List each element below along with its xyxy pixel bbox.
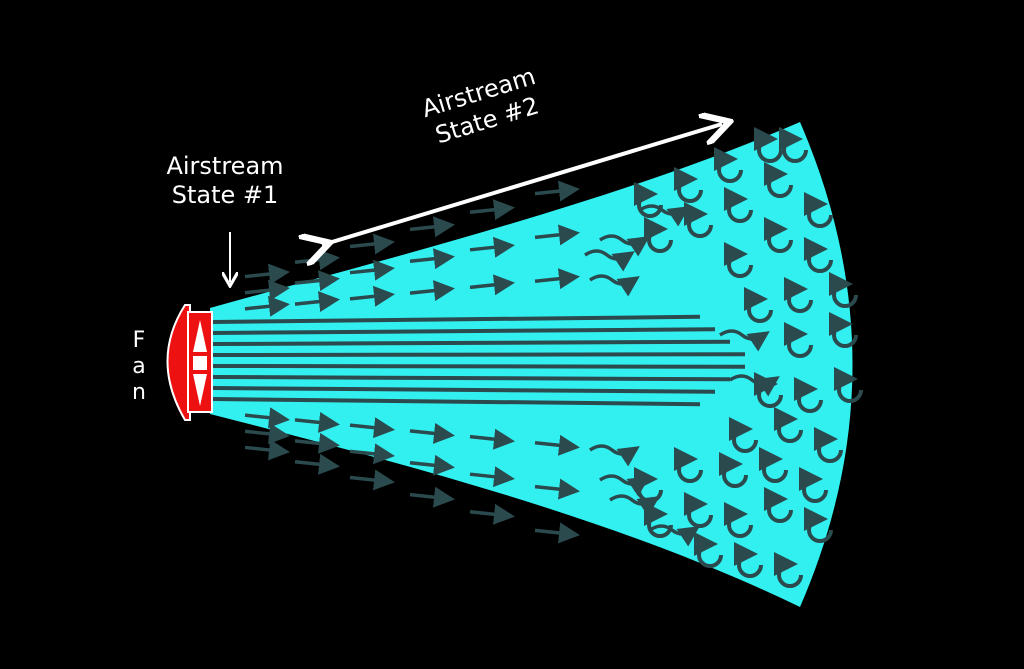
swirl-arrow-icon: [683, 492, 713, 528]
flow-arrow: [349, 417, 395, 439]
swirl-arrow-icon: [828, 272, 858, 308]
fan-letter: F: [132, 328, 146, 353]
state2-double-arrow: [322, 124, 722, 245]
swirl-arrow-icon: [723, 502, 753, 538]
swirl-arrow-icon: [673, 447, 703, 483]
flow-arrow: [469, 199, 515, 221]
core-line: [211, 386, 716, 394]
flow-arrow: [294, 291, 340, 312]
core-line: [211, 339, 731, 346]
flow-arrow: [534, 522, 580, 544]
swirl-arrow-icon: [798, 467, 828, 503]
swirl-arrow-icon: [803, 237, 833, 273]
flow-arrow: [409, 280, 455, 302]
wavy-arrow: [589, 444, 640, 467]
flow-arrow: [244, 423, 290, 445]
laminar-core-lines: [211, 314, 746, 407]
flow-arrow: [294, 432, 340, 454]
flow-arrow: [349, 259, 395, 281]
core-line: [211, 327, 716, 335]
flow-arrow: [409, 454, 455, 476]
flow-arrow: [469, 274, 515, 296]
flow-arrow: [349, 443, 395, 465]
flow-arrow: [294, 249, 340, 271]
core-line: [211, 397, 701, 407]
fan-label: F a n: [128, 328, 150, 406]
flow-arrow: [349, 469, 395, 491]
flow-arrow: [244, 439, 290, 461]
swirl-arrow-icon: [763, 487, 793, 523]
swirl-arrow-icon: [773, 552, 803, 588]
swirl-arrow-icon: [728, 417, 758, 453]
flow-arrow: [244, 295, 290, 317]
core-line: [211, 314, 701, 324]
core-line: [211, 352, 746, 357]
swirl-arrow-icon: [803, 192, 833, 228]
flow-arrow: [534, 268, 580, 290]
flow-arrow: [469, 428, 515, 450]
swirl-arrow-icon: [633, 467, 663, 503]
swirl-arrow-icon: [753, 127, 783, 163]
swirl-arrow-icon: [643, 502, 673, 538]
swirl-arrow-icon: [773, 407, 803, 443]
core-line: [211, 375, 731, 382]
fan-letter: a: [132, 354, 146, 379]
swirl-arrow-icon: [733, 542, 763, 578]
swirl-arrow-icon: [778, 127, 808, 163]
flow-arrow: [349, 233, 395, 255]
swirl-arrow-icon: [718, 452, 748, 488]
swirl-arrow-icon: [693, 532, 723, 568]
swirl-arrow-icon: [763, 217, 793, 253]
wavy-arrow: [589, 274, 640, 297]
swirl-arrow-icon: [783, 322, 813, 358]
flow-arrow: [409, 422, 455, 444]
wavy-arrow: [719, 329, 770, 352]
core-line: [211, 364, 746, 369]
swirl-arrow-icon: [793, 377, 823, 413]
swirl-arrow-icon: [803, 507, 833, 543]
flow-arrow: [534, 478, 580, 500]
flow-arrow: [244, 407, 290, 429]
fan-icon: [166, 304, 213, 421]
flow-arrow: [294, 453, 340, 475]
flow-arrow: [409, 486, 455, 508]
swirl-arrow-icon: [783, 277, 813, 313]
flow-arrow: [294, 412, 340, 433]
swirl-arrow-icon: [763, 162, 793, 198]
flow-arrow: [534, 434, 580, 456]
state1-label-line2: State #1: [171, 181, 279, 209]
swirl-arrow-icon: [743, 287, 773, 323]
flow-arrow: [409, 216, 455, 238]
flow-arrow: [534, 180, 580, 202]
flow-arrow: [294, 270, 340, 292]
flow-arrow: [349, 285, 395, 307]
fan-letter: n: [132, 380, 146, 405]
swirl-arrow-icon: [753, 372, 783, 408]
state1-label-line1: Airstream: [166, 152, 284, 180]
flow-arrow: [469, 503, 515, 525]
flow-arrow: [244, 279, 290, 301]
state1-label: Airstream State #1: [150, 152, 300, 210]
swirl-arrow-icon: [833, 367, 863, 403]
flow-arrow: [469, 466, 515, 488]
swirl-arrow-icon: [828, 312, 858, 348]
swirl-arrow-icon: [813, 427, 843, 463]
swirl-arrow-icon: [758, 447, 788, 483]
flow-arrow: [244, 263, 290, 285]
